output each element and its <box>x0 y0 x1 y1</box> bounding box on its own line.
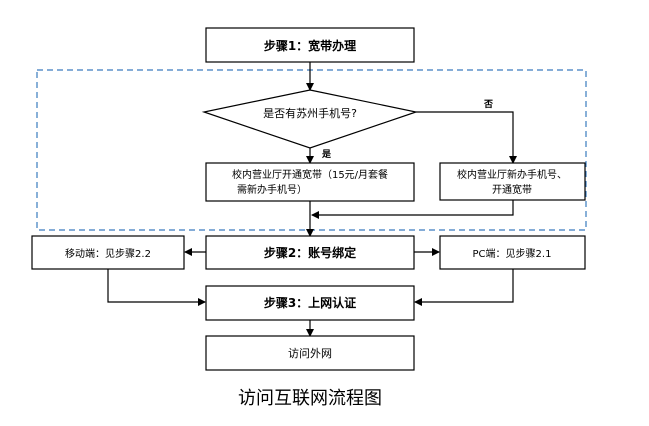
campus-broadband-box <box>205 162 415 202</box>
new-phone-line2: 开通宽带 <box>492 183 532 196</box>
step3-label: 步骤3：上网认证 <box>264 295 356 310</box>
no-label: 否 <box>483 99 493 110</box>
pc-box <box>439 235 586 270</box>
step1-label: 步骤1：宽带办理 <box>264 38 356 53</box>
connector-pc-step3 <box>414 269 514 306</box>
campus-broadband-line1: 校内营业厅开通宽带（15元/月套餐 <box>232 168 388 181</box>
diagram-caption: 访问互联网流程图 <box>238 388 382 409</box>
connector-decision-no <box>416 111 517 164</box>
mobile-box <box>31 235 185 270</box>
yes-label: 是 <box>321 149 332 160</box>
decision-label: 是否有苏州手机号? <box>263 106 357 120</box>
step1-box <box>205 27 415 63</box>
connector-mobile-step3 <box>107 269 206 306</box>
access-label: 访问外网 <box>288 347 332 360</box>
campus-broadband-line2: 需新办手机号） <box>237 183 307 196</box>
access-box <box>205 335 415 371</box>
mobile-label: 移动端：见步骤2.2 <box>65 247 151 260</box>
pc-label: PC端：见步骤2.1 <box>473 247 552 260</box>
new-phone-line1: 校内营业厅新办手机号、 <box>457 168 567 181</box>
step2-label: 步骤2：账号绑定 <box>264 245 356 260</box>
connector-newphone-merge <box>311 200 514 219</box>
